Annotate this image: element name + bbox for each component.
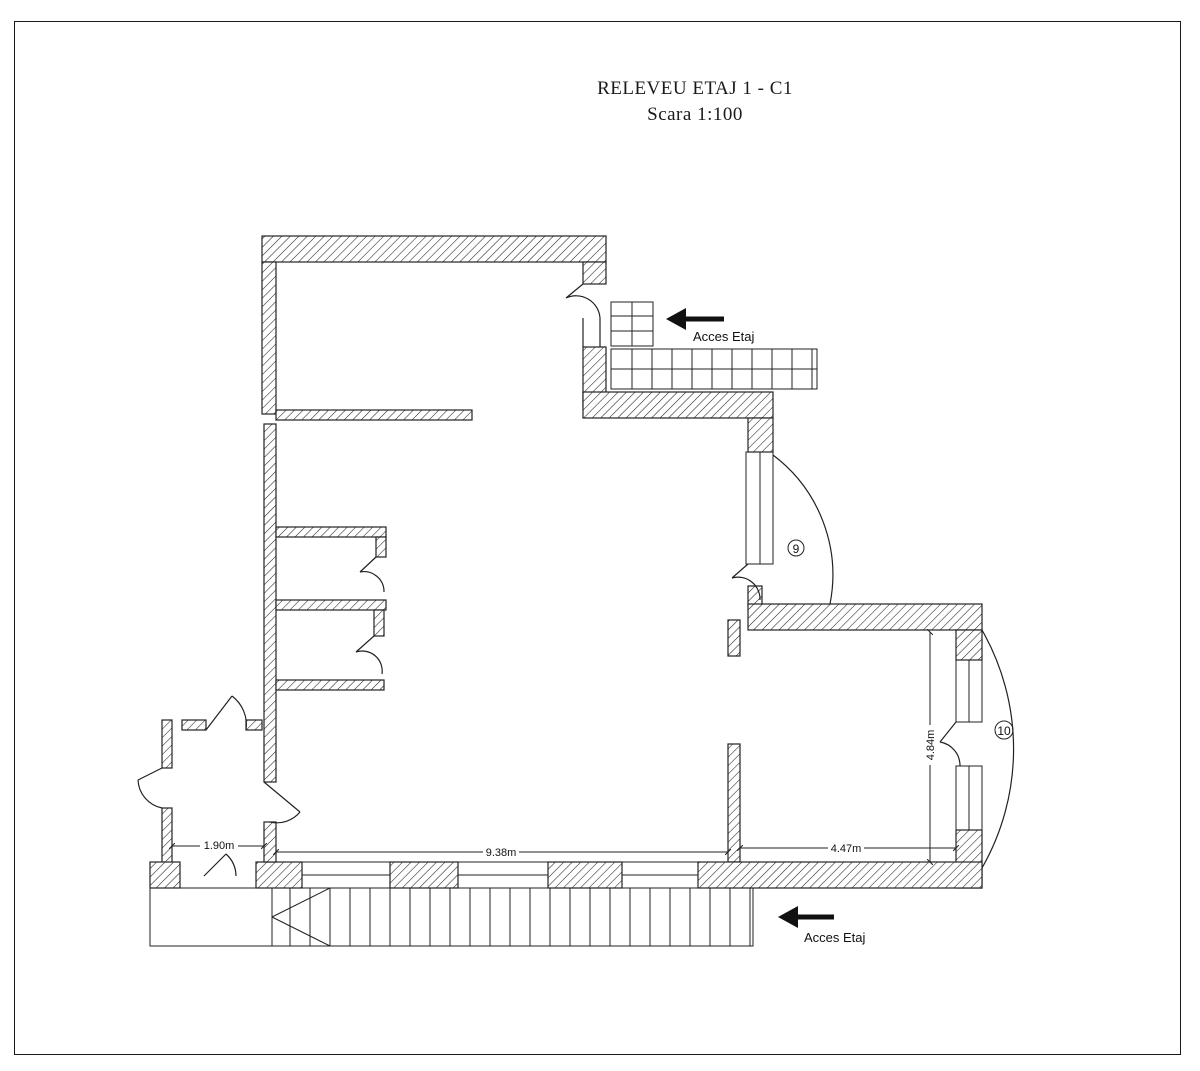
dim-right-width: 4.47m (831, 843, 862, 855)
door-10-swing (981, 629, 1015, 869)
stairs-upper (610, 301, 818, 390)
dim-right-depth: 4.84m (925, 730, 937, 761)
dim-left-width: 1.90m (204, 840, 235, 852)
wall-bottom-1 (255, 861, 303, 889)
closet-wall-bottom (275, 679, 385, 691)
wall-left-upper (261, 261, 277, 415)
small-room-door-bottom (203, 853, 237, 877)
wall-small-room-top-a (181, 719, 207, 731)
wall-right-room-top (747, 603, 983, 631)
access-label-upper: Acces Etaj (693, 329, 755, 344)
dimension-lines (172, 632, 956, 862)
wall-small-room-right (263, 821, 277, 863)
small-room-door-left (137, 767, 163, 809)
wall-divider (727, 743, 741, 863)
stairs-lower (149, 887, 754, 947)
door-9-label: 9 (793, 542, 800, 556)
wall-interior-upper (275, 409, 473, 421)
door-10-marker: 10 (994, 720, 1014, 740)
closet-door-1 (359, 556, 385, 593)
wall-bottom-2 (389, 861, 459, 889)
wall-right-room-right-upper (955, 629, 983, 661)
closet-wall-mid (275, 599, 387, 611)
wall-left-lower (263, 423, 277, 783)
closet-wall-side-2 (373, 609, 385, 637)
wall-small-room-bottom-left (149, 861, 181, 889)
wall-small-room-left-low (161, 807, 173, 865)
drawing-frame (14, 21, 1181, 1055)
door-9-marker: 9 (787, 539, 805, 557)
closet-wall-top-1 (275, 526, 387, 538)
small-room-door-right (263, 781, 301, 824)
wall-small-room-top-b (245, 719, 263, 731)
door-10-label: 10 (997, 724, 1011, 738)
window-frames (301, 451, 983, 889)
drawing-title: RELEVEU ETAJ 1 - C1 (597, 78, 793, 99)
door-10-leaf (939, 721, 961, 767)
wall-top-right-stub (582, 261, 607, 285)
doors (137, 283, 1015, 877)
wall-bottom-4 (697, 861, 983, 889)
wall-bottom-3 (547, 861, 623, 889)
door-9-leaf (731, 563, 761, 601)
access-arrow-lower (778, 906, 834, 928)
drawing-scale: Scara 1:100 (647, 104, 743, 125)
wall-stair-bottom (582, 391, 774, 419)
wall-right-room-inner (727, 619, 741, 657)
access-arrow-upper (666, 308, 724, 330)
walls (149, 235, 983, 889)
door-9-swing (772, 454, 834, 605)
dim-main-width: 9.38m (486, 847, 517, 859)
closet-door-2 (355, 635, 383, 675)
wall-top (261, 235, 607, 263)
small-room-door-top (205, 695, 247, 731)
access-label-lower: Acces Etaj (804, 930, 866, 945)
closet-wall-side-1 (375, 536, 387, 558)
door-top (565, 283, 601, 319)
wall-small-room-left (161, 719, 173, 769)
wall-right-upper (747, 417, 774, 453)
